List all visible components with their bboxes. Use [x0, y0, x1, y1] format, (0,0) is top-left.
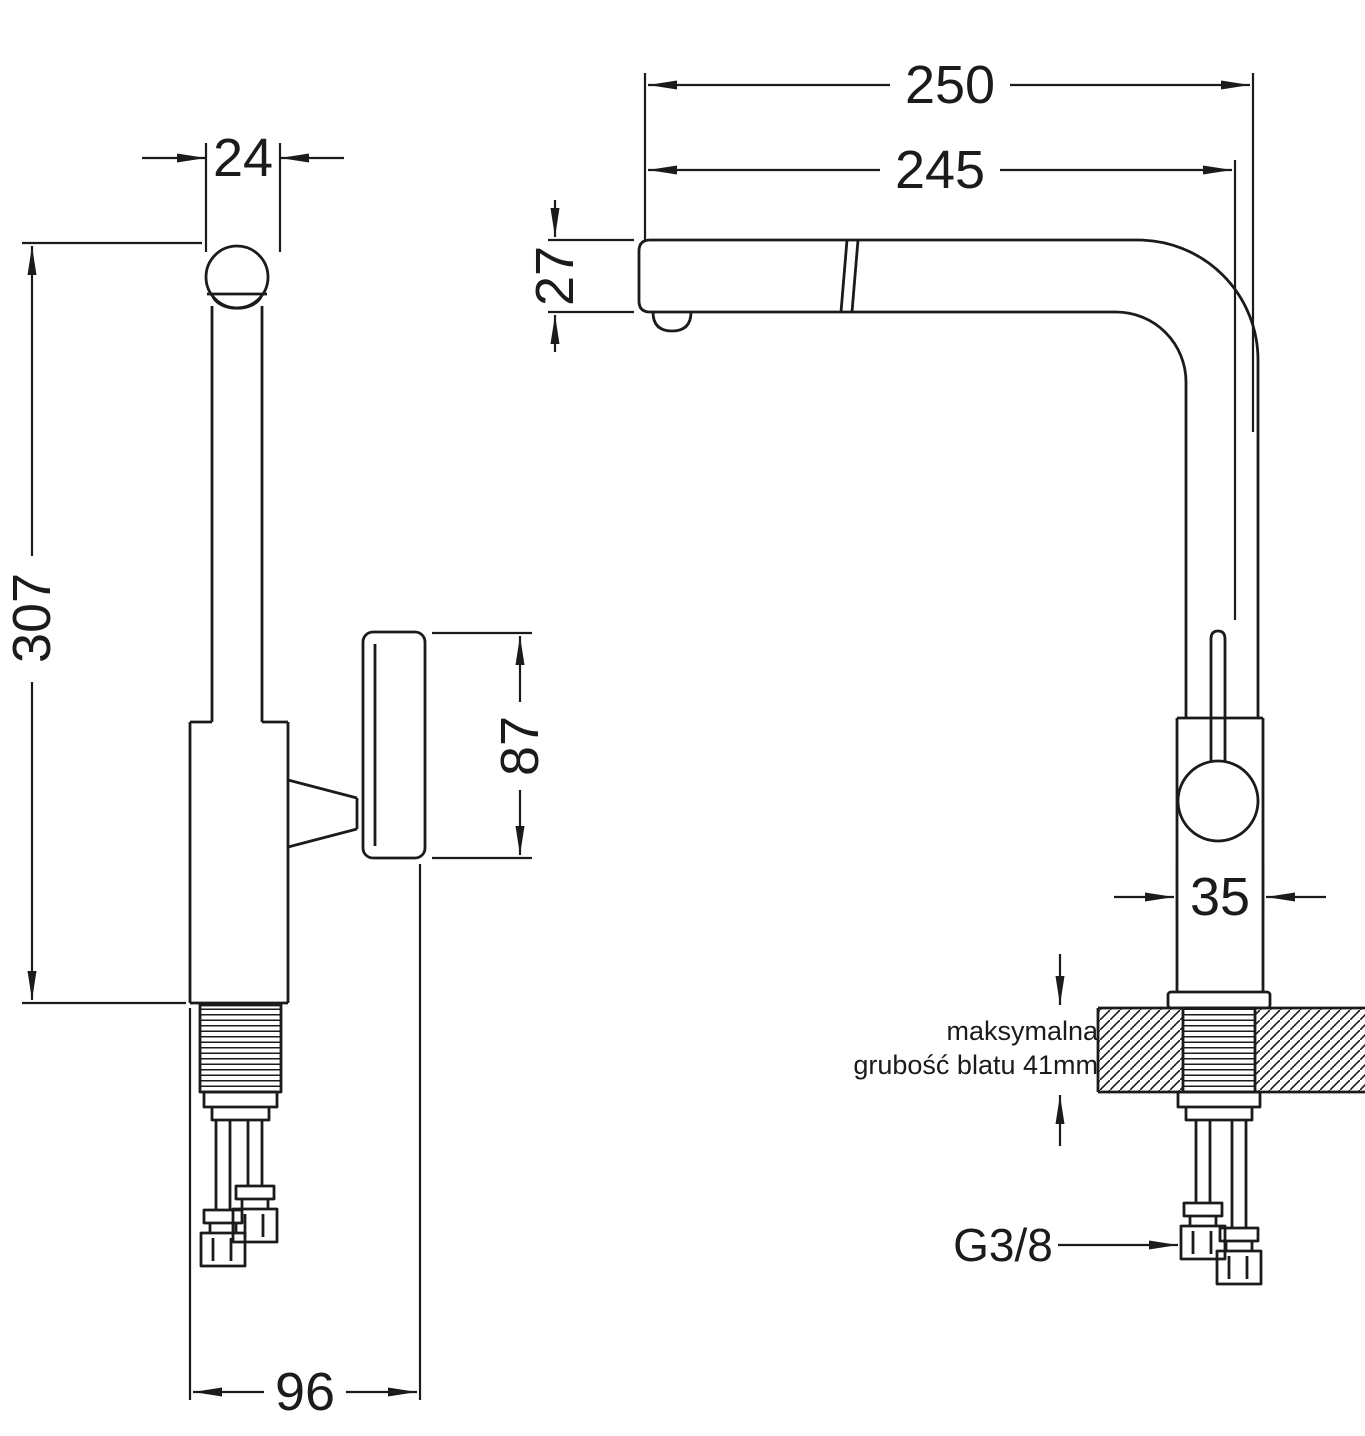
- front-view-dimensions: 250 245 27 35 maksymalna grubość blatu 4…: [525, 55, 1326, 1271]
- hose-left: [1194, 1120, 1212, 1203]
- spout-outline: [650, 238, 1260, 718]
- hose-right: [246, 1120, 264, 1186]
- countertop-hatch-right: [1255, 1008, 1365, 1092]
- dim-total-reach: 250: [905, 55, 995, 115]
- extension-lines: [548, 73, 1265, 918]
- countertop-note-line2: grubość blatu 41mm: [853, 1050, 1098, 1080]
- pullout-joint: [839, 239, 860, 313]
- mounting-thread: [198, 1003, 283, 1094]
- mounting-bracket: [1176, 1090, 1262, 1122]
- spout-left-cap: [637, 238, 651, 314]
- handle-knob: [1176, 759, 1260, 843]
- hose-left-connector: [1179, 1201, 1227, 1261]
- side-view-dimensions: 24 307 87 96: [2, 128, 550, 1422]
- hose-right-connector: [1215, 1226, 1263, 1286]
- dim-base-span: 96: [275, 1362, 335, 1422]
- dim-total-height: 307: [2, 573, 62, 663]
- riser-outline: [210, 306, 264, 722]
- hose-right-connector: [231, 1184, 279, 1244]
- side-view: [188, 244, 427, 1268]
- dim-handle-length: 87: [490, 716, 550, 776]
- spout-tip-outlet: [207, 292, 267, 310]
- hose-left: [214, 1120, 232, 1210]
- dim-spout-depth: 27: [525, 246, 585, 306]
- dim-spout-reach: 245: [895, 140, 985, 200]
- extension-lines: [22, 143, 532, 1400]
- connection-thread-label: G3/8: [953, 1219, 1053, 1271]
- column-thread: [1181, 1006, 1257, 1094]
- front-view: [637, 238, 1365, 1286]
- handle-block: [361, 630, 427, 860]
- body-outline: [188, 720, 290, 1005]
- base-plate: [1166, 990, 1272, 1010]
- countertop-note-line1: maksymalna: [946, 1016, 1099, 1046]
- handle-lever: [1209, 629, 1227, 764]
- aerator: [651, 311, 693, 333]
- dim-spout-tip-width: 24: [213, 128, 273, 188]
- handle-connector: [287, 778, 359, 849]
- hose-right: [1230, 1120, 1248, 1228]
- countertop-hatch-left: [1098, 1008, 1183, 1092]
- column-outline: [1175, 716, 1265, 992]
- dim-body-width: 35: [1190, 867, 1250, 927]
- mounting-bracket: [202, 1090, 279, 1122]
- hose-left-connector: [199, 1208, 247, 1268]
